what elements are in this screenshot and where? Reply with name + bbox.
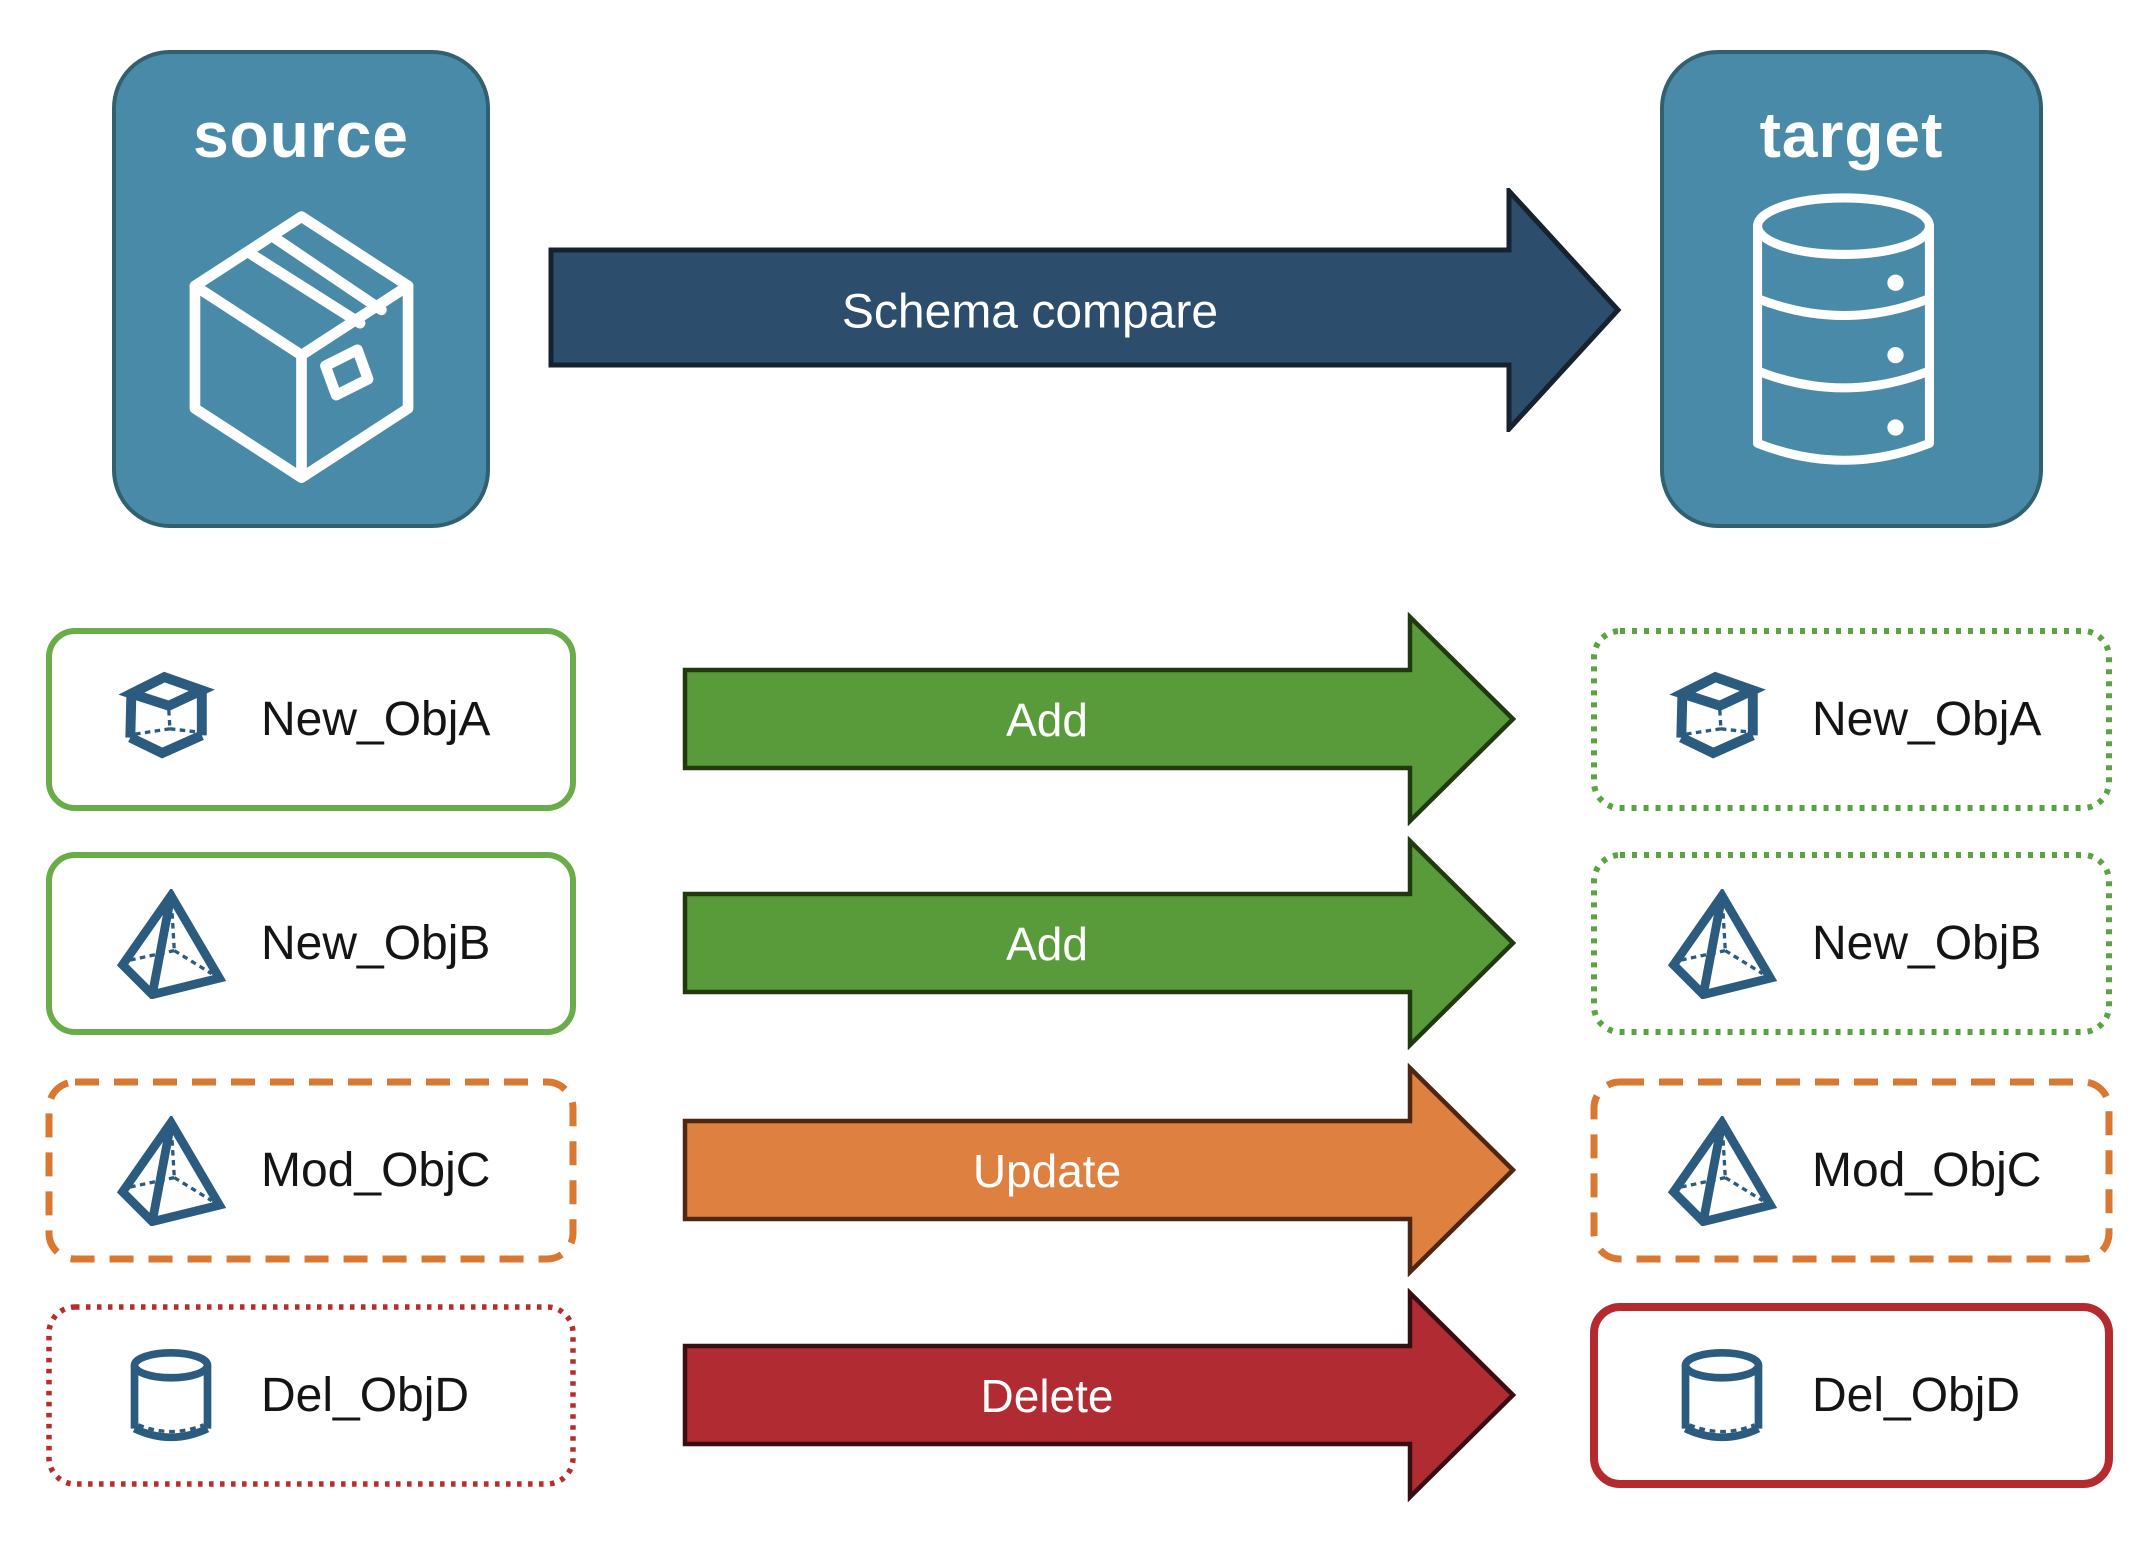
card-border (45, 1078, 577, 1263)
cube-icon (118, 671, 215, 758)
source-panel: source (112, 50, 490, 528)
add-arrow-label: Add (1006, 918, 1088, 970)
schema-compare-label: Schema compare (842, 286, 1218, 339)
database-icon (1753, 193, 1934, 465)
target-object-card: Mod_ObjC (1590, 1078, 2113, 1263)
pyramid-icon (116, 1115, 227, 1226)
delete-arrow-label: Delete (981, 1370, 1114, 1422)
pyramid-icon (116, 888, 227, 999)
source-title: source (193, 99, 409, 171)
card-border (1590, 1078, 2113, 1263)
pyramid-icon (1667, 888, 1778, 999)
target-object-card: New_ObjA (1590, 627, 2113, 812)
target-panel: target (1660, 50, 2043, 528)
add-arrow: Add (682, 612, 1517, 826)
package-icon (189, 211, 414, 484)
target-object-card: Del_ObjD (1590, 1303, 2113, 1488)
source-object-card: Mod_ObjC (45, 1078, 577, 1263)
update-arrow-label: Update (973, 1145, 1121, 1197)
delete-arrow: Delete (682, 1288, 1517, 1502)
card-border (1591, 852, 2112, 1035)
object-label: Mod_ObjC (261, 1144, 491, 1197)
add-arrow-label: Add (1006, 694, 1088, 746)
card-border (46, 1304, 576, 1487)
object-label: New_ObjA (1812, 693, 2042, 746)
card-border (46, 852, 576, 1035)
object-label: Del_ObjD (1812, 1369, 2021, 1422)
object-label: Mod_ObjC (1812, 1144, 2042, 1197)
card-border (1591, 628, 2112, 811)
object-label: New_ObjB (1812, 917, 2042, 970)
card-border (46, 628, 576, 811)
update-arrow: Update (682, 1063, 1517, 1277)
source-object-card: Del_ObjD (45, 1303, 577, 1488)
target-title: target (1759, 99, 1944, 171)
object-label: Del_ObjD (261, 1369, 470, 1422)
source-object-card: New_ObjB (45, 851, 577, 1036)
source-object-card: New_ObjA (45, 627, 577, 812)
cylinder-icon (1681, 1348, 1763, 1441)
cube-icon (1669, 671, 1766, 758)
schema-compare-arrow: Schema compare (548, 188, 1622, 432)
add-arrow: Add (682, 836, 1517, 1050)
cylinder-icon (130, 1348, 212, 1441)
object-label: New_ObjA (261, 693, 491, 746)
card-border (1590, 1303, 2113, 1488)
object-label: New_ObjB (261, 917, 491, 970)
pyramid-icon (1667, 1115, 1778, 1226)
target-object-card: New_ObjB (1590, 851, 2113, 1036)
